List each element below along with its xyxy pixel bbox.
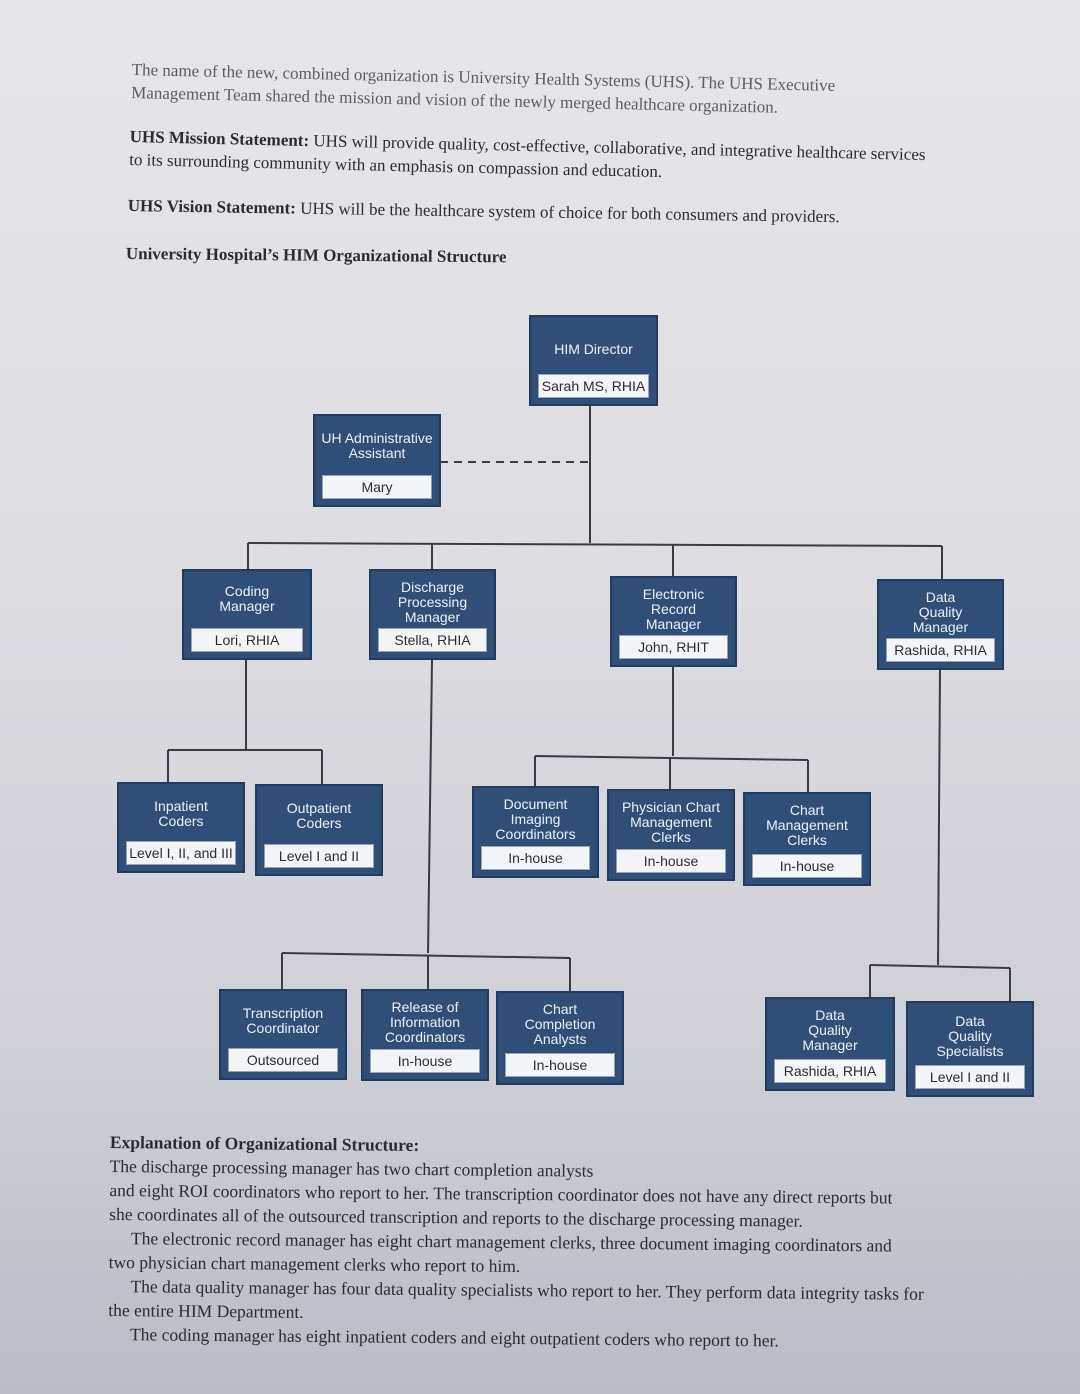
electronic-record-manager-box: Electronic Record Manager John, RHIT: [610, 576, 737, 667]
explanation-paragraphs: Explanation of Organizational Structure:…: [108, 1130, 1040, 1355]
discharge-manager-title: Discharge Processing Manager: [397, 578, 468, 625]
administrative-assistant-title: UH Administrative Assistant: [321, 430, 433, 461]
release-of-information-title: Release of Information Coordinators: [384, 998, 466, 1045]
physician-chart-title: Physician Chart Management Clerks: [621, 798, 721, 845]
inpatient-coders-box: Inpatient Coders Level I, II, and III: [117, 782, 245, 873]
data-quality-manager-top-name: Rashida, RHIA: [886, 638, 995, 662]
outpatient-coders-box: Outpatient Coders Level I and II: [255, 784, 383, 876]
chart-management-title: Chart Management Clerks: [766, 801, 848, 848]
transcription-box: Transcription Coordinator Outsourced: [219, 989, 347, 1080]
chart-completion-title: Chart Completion Analysts: [524, 1000, 596, 1047]
release-of-information-type: In-house: [370, 1049, 480, 1073]
electronic-record-manager-name: John, RHIT: [619, 635, 728, 659]
him-director-box: HIM Director Sarah MS, RHIA: [529, 315, 658, 406]
data-quality-manager-top-title: Data Quality Manager: [912, 588, 969, 635]
data-quality-specialists-level: Level I and II: [915, 1065, 1025, 1089]
discharge-manager-name: Stella, RHIA: [378, 628, 487, 652]
coding-manager-title: Coding Manager: [219, 583, 275, 614]
discharge-manager-box: Discharge Processing Manager Stella, RHI…: [369, 569, 496, 660]
physician-chart-type: In-house: [616, 849, 726, 873]
document-imaging-type: In-house: [481, 846, 590, 870]
inpatient-coders-level: Level I, II, and III: [126, 841, 236, 865]
him-director-title: HIM Director: [554, 340, 633, 357]
data-quality-specialists-box: Data Quality Specialists Level I and II: [906, 1001, 1034, 1097]
document-imaging-title: Document Imaging Coordinators: [495, 795, 576, 842]
release-of-information-box: Release of Information Coordinators In-h…: [361, 989, 489, 1081]
electronic-record-manager-title: Electronic Record Manager: [642, 585, 705, 632]
chart-management-box: Chart Management Clerks In-house: [743, 792, 871, 886]
inpatient-coders-title: Inpatient Coders: [154, 798, 208, 829]
data-quality-manager-bottom-title: Data Quality Manager: [802, 1006, 858, 1053]
data-quality-manager-bottom-box: Data Quality Manager Rashida, RHIA: [765, 997, 895, 1091]
physician-chart-box: Physician Chart Management Clerks In-hou…: [607, 789, 735, 881]
administrative-assistant-box: UH Administrative Assistant Mary: [313, 414, 441, 507]
transcription-type: Outsourced: [228, 1048, 338, 1072]
chart-completion-type: In-house: [505, 1053, 615, 1077]
coding-manager-name: Lori, RHIA: [191, 628, 303, 652]
data-quality-manager-bottom-name: Rashida, RHIA: [774, 1059, 886, 1083]
administrative-assistant-name: Mary: [322, 475, 432, 499]
chart-completion-box: Chart Completion Analysts In-house: [496, 991, 624, 1085]
outpatient-coders-level: Level I and II: [264, 844, 374, 868]
data-quality-manager-top-box: Data Quality Manager Rashida, RHIA: [877, 579, 1004, 670]
transcription-title: Transcription Coordinator: [242, 1005, 324, 1036]
chart-management-type: In-house: [752, 854, 862, 878]
him-director-name: Sarah MS, RHIA: [538, 374, 649, 398]
data-quality-specialists-title: Data Quality Specialists: [936, 1012, 1004, 1059]
coding-manager-box: Coding Manager Lori, RHIA: [182, 569, 312, 660]
document-imaging-box: Document Imaging Coordinators In-house: [472, 786, 599, 878]
outpatient-coders-title: Outpatient Coders: [286, 800, 352, 831]
